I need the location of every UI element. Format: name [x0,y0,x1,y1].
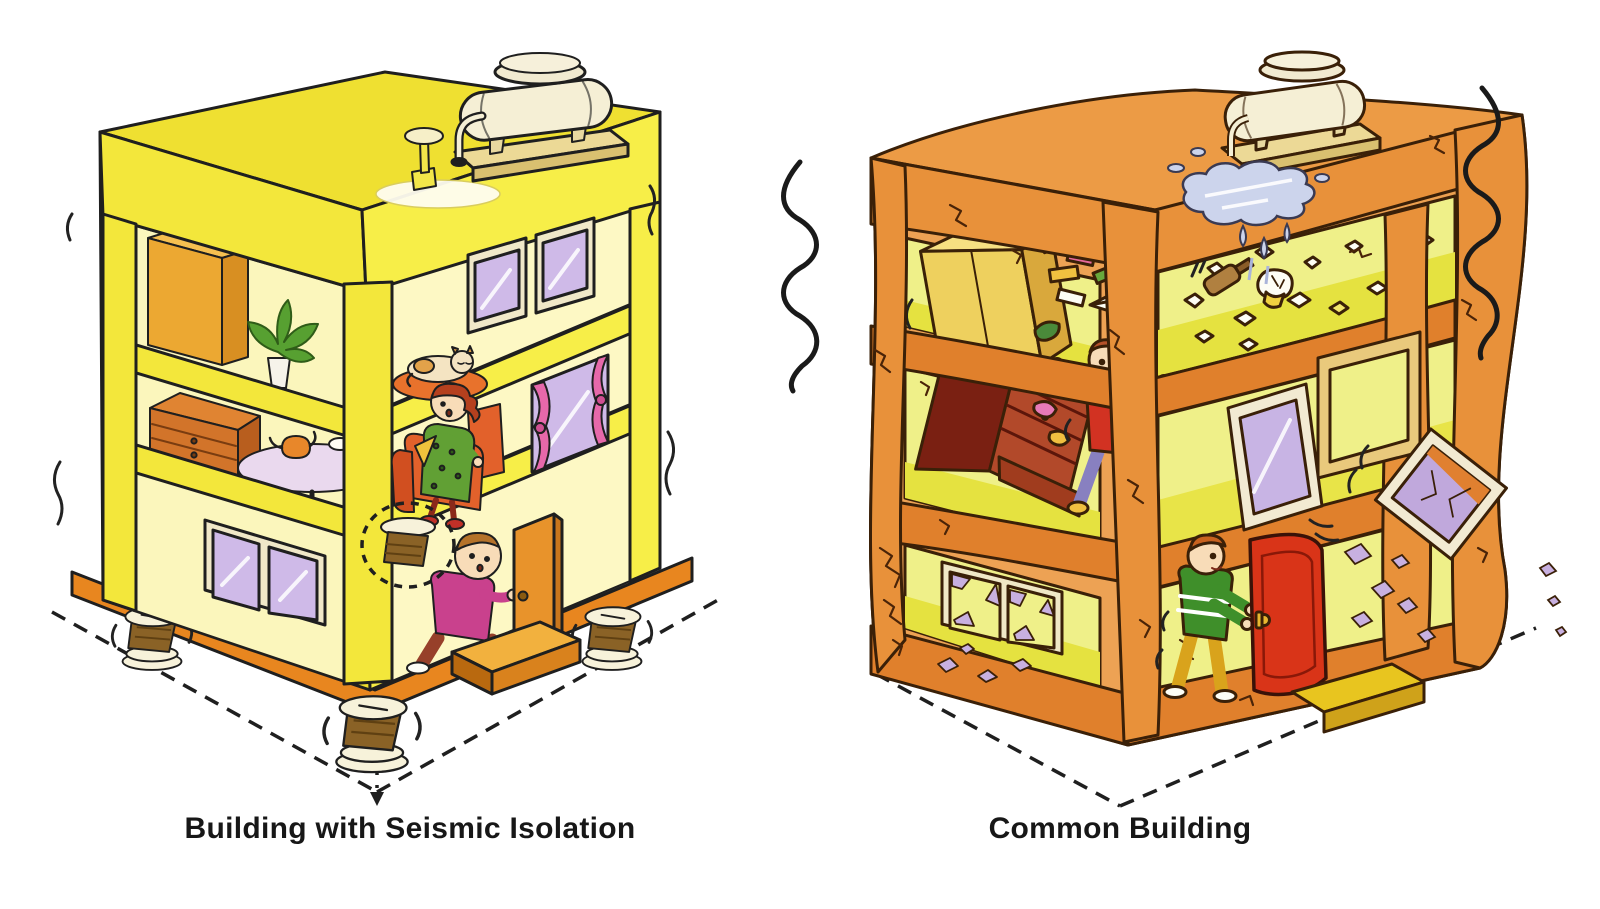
cracked-frame [869,113,1529,747]
highlighted-isolator [360,501,456,589]
strong-shaking-squiggles [781,85,1501,394]
ground-arrow-icon [370,792,384,806]
roof-water-tank-spilling [1167,50,1382,285]
falling-glass-shards [1343,542,1568,644]
glass-shards-floor [937,643,1032,683]
roof-vent [404,127,444,191]
ground-floor-window [203,518,327,627]
tilted-window [1226,330,1422,542]
flying-mallet [1202,257,1255,297]
squiggle-right-icon [1463,85,1501,361]
caption-common-building: Common Building [988,812,1252,845]
slight-shake-marks [53,184,675,526]
fleeing-man [1155,533,1258,703]
roof-equipment [375,52,630,209]
entrance-step-right [1290,662,1426,734]
top-floor-windows [466,216,596,335]
flying-dishes [1183,234,1435,352]
foundation-slab [70,556,694,715]
entrance-steps [450,620,582,696]
warped-red-door [1248,532,1328,697]
isolator-front [322,694,422,774]
water-drips [1239,221,1291,260]
potted-plant [247,299,319,389]
window-frame-flying-off [1373,427,1508,561]
water-splash [1167,147,1330,285]
squiggle-left-icon [781,159,820,394]
common-building [781,50,1568,808]
window-pane-slipping [1226,382,1324,532]
woman-in-armchair [390,382,505,530]
shattered-window [937,560,1064,683]
caption-seismic-isolation: Building with Seismic Isolation [184,812,636,845]
teapot [268,430,317,459]
roof-water-tank [450,52,630,183]
seismic-building [51,52,719,806]
curtained-window [530,353,610,474]
broken-bowl [1256,268,1294,309]
